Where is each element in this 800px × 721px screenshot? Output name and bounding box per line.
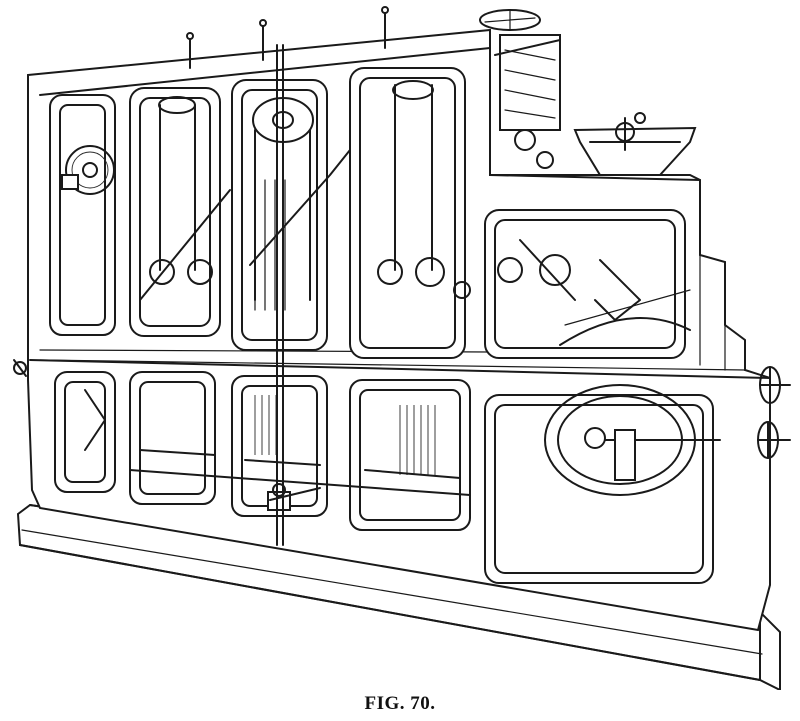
top-rods: [186, 6, 389, 69]
center-column: [276, 44, 284, 546]
figure-caption: FIG. 70.: [364, 693, 436, 714]
hopper: [573, 112, 697, 176]
machine-illustration: [13, 6, 791, 690]
middle-beam: [13, 359, 771, 379]
upper-windows: [49, 67, 686, 359]
upper-mechanism: [479, 9, 561, 169]
lower-mechanism: [84, 366, 791, 511]
